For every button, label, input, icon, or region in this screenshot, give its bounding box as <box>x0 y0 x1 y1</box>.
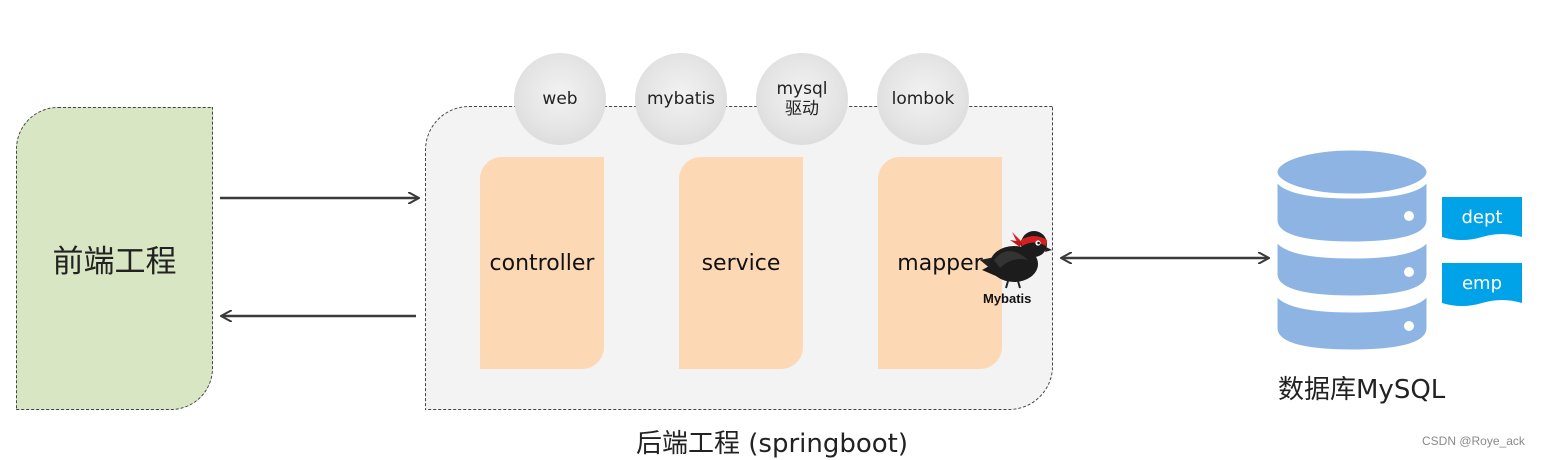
database-cylinder-icon <box>1272 145 1432 355</box>
frontend-block: 前端工程 <box>16 107 213 410</box>
mapper-label: mapper <box>897 250 983 276</box>
table-emp-label: emp <box>1461 272 1503 294</box>
table-dept-label: dept <box>1461 206 1503 228</box>
service-layer: service <box>679 157 803 369</box>
watermark: CSDN @Roye_ack <box>1422 434 1525 448</box>
mybatis-bird-icon <box>980 231 1052 289</box>
service-label: service <box>701 250 781 276</box>
dependency-lombok-label: lombok <box>891 89 955 109</box>
dependency-mybatis-label: mybatis <box>646 89 716 109</box>
backend-title: 后端工程 (springboot) <box>636 429 909 459</box>
dependency-mysql-label: mysql <box>776 79 828 99</box>
table-tag-dept: dept <box>1442 197 1522 243</box>
mybatis-logo-text: Mybatis <box>983 291 1032 306</box>
controller-label: controller <box>489 250 595 276</box>
dependency-mysql-sublabel: 驱动 <box>785 99 819 119</box>
table-tag-shape <box>1442 263 1522 306</box>
dependency-lombok: lombok <box>877 53 969 145</box>
database-title: 数据库MySQL <box>1278 375 1446 405</box>
dependency-web: web <box>514 53 606 145</box>
table-tag-shape <box>1442 197 1522 240</box>
dependency-web-label: web <box>542 89 578 109</box>
dependency-mybatis: mybatis <box>635 53 727 145</box>
controller-layer: controller <box>480 157 604 369</box>
frontend-label: 前端工程 <box>52 244 177 280</box>
mapper-layer: mapper <box>878 157 1002 369</box>
table-tag-emp: emp <box>1442 263 1522 309</box>
dependency-mysql-driver: mysql 驱动 <box>756 53 848 145</box>
